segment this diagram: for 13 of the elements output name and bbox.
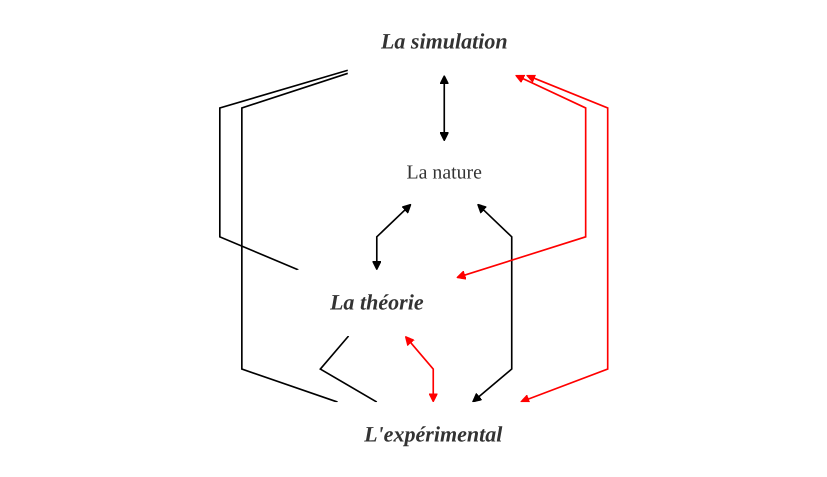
arrow [520,74,608,404]
node-text: La nature [406,160,482,183]
arrow [404,336,438,403]
arrow [472,204,512,403]
node-text: L'expérimental [364,423,502,448]
arrow [372,204,412,270]
connector [218,69,348,271]
node-text: La théorie [330,290,424,316]
arrow [439,74,449,142]
arrow [456,74,586,280]
connector [240,72,348,403]
node-text: La simulation [380,30,508,54]
connector [318,335,377,403]
